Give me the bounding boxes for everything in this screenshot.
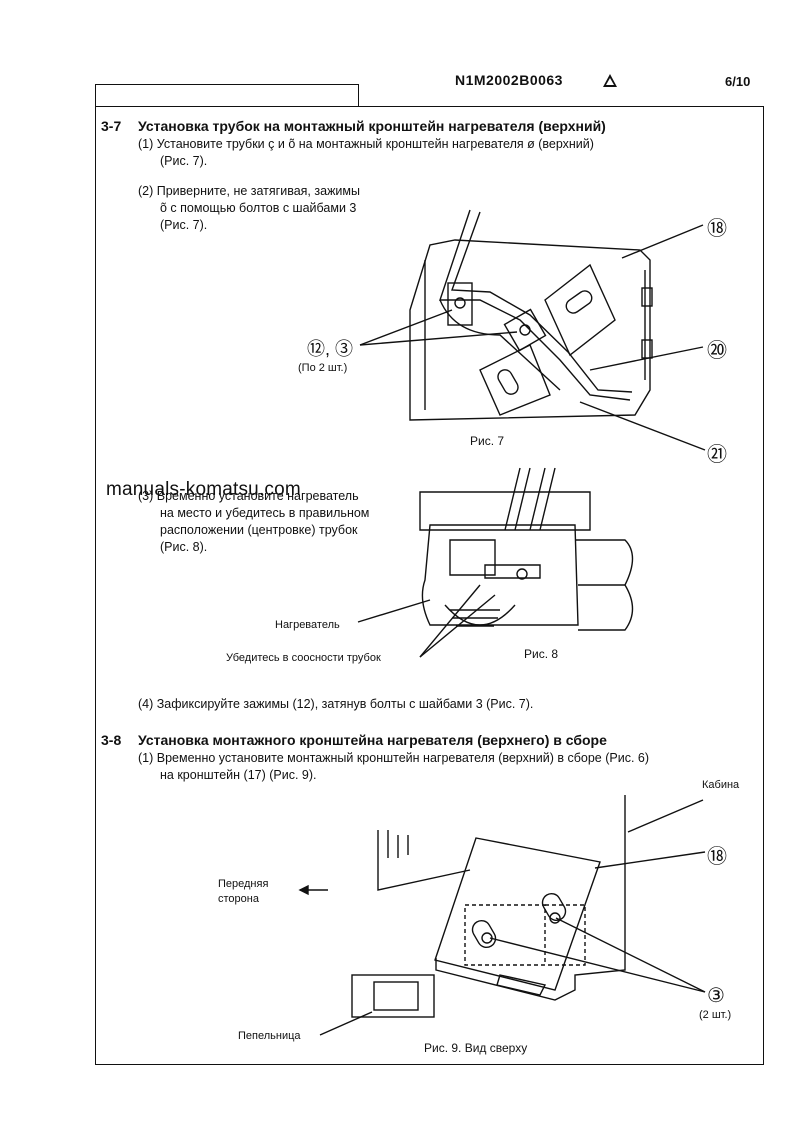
fig9-front-label-2: сторона [218, 893, 259, 905]
step-3-8-1-line-1: (1) Временно установите монтажный кроншт… [138, 751, 650, 765]
fig8-heater-label: Нагреватель [275, 619, 340, 631]
document-code: N1M2002B0063 [455, 72, 563, 88]
section-number-3-7: 3-7 [101, 118, 122, 134]
revision-triangle-icon [603, 74, 617, 87]
fig7-quantity: (По 2 шт.) [298, 362, 348, 374]
header-tab-box [95, 84, 359, 106]
fig8-alignment-label: Убедитесь в соосности трубок [226, 652, 381, 664]
step-4: (4) Зафиксируйте зажимы (12), затянув бо… [138, 697, 534, 711]
step-2-line-2: õ с помощью болтов с шайбами 3 [160, 201, 357, 215]
step-3-line-4: (Рис. 8). [160, 540, 208, 554]
step-2-line-3: (Рис. 7). [160, 218, 208, 232]
section-number-3-8: 3-8 [101, 732, 122, 748]
fig7-callout-21: ㉑ [707, 444, 727, 466]
section-title-3-8: Установка монтажного кронштейна нагреват… [138, 732, 607, 748]
fig8-caption: Рис. 8 [524, 647, 559, 661]
step-3-line-1: (3) Временно установите нагреватель [138, 489, 359, 503]
fig7-callout-20: ⑳ [707, 340, 727, 362]
fig9-callout-3: ③ [707, 985, 725, 1007]
fig9-front-label-1: Передняя [218, 878, 269, 890]
fig7-callout-18: ⑱ [707, 218, 727, 240]
content-frame [95, 106, 764, 1065]
fig9-quantity: (2 шт.) [699, 1009, 732, 1021]
fig9-ashtray-label: Пепельница [238, 1030, 301, 1042]
section-title-3-7: Установка трубок на монтажный кронштейн … [138, 118, 606, 134]
fig7-caption: Рис. 7 [470, 434, 505, 448]
step-3-line-3: расположении (центровке) трубок [160, 523, 358, 537]
fig9-callout-18: ⑱ [707, 846, 727, 868]
fig9-caption: Рис. 9. Вид сверху [424, 1041, 528, 1055]
fig9-cab-label: Кабина [702, 779, 740, 791]
step-3-8-1-line-2: на кронштейн (17) (Рис. 9). [160, 768, 317, 782]
watermark: manuals-komatsu.com [106, 479, 301, 500]
fig7-callout-12-3: ⑫, ③ [307, 339, 354, 359]
step-3-line-2: на место и убедитесь в правильном [160, 506, 370, 520]
page-number: 6/10 [725, 74, 751, 89]
step-1-line-1: (1) Установите трубки ç и õ на монтажный… [138, 137, 594, 151]
step-1-line-2: (Рис. 7). [160, 154, 208, 168]
step-2-line-1: (2) Приверните, не затягивая, зажимы [138, 184, 360, 198]
